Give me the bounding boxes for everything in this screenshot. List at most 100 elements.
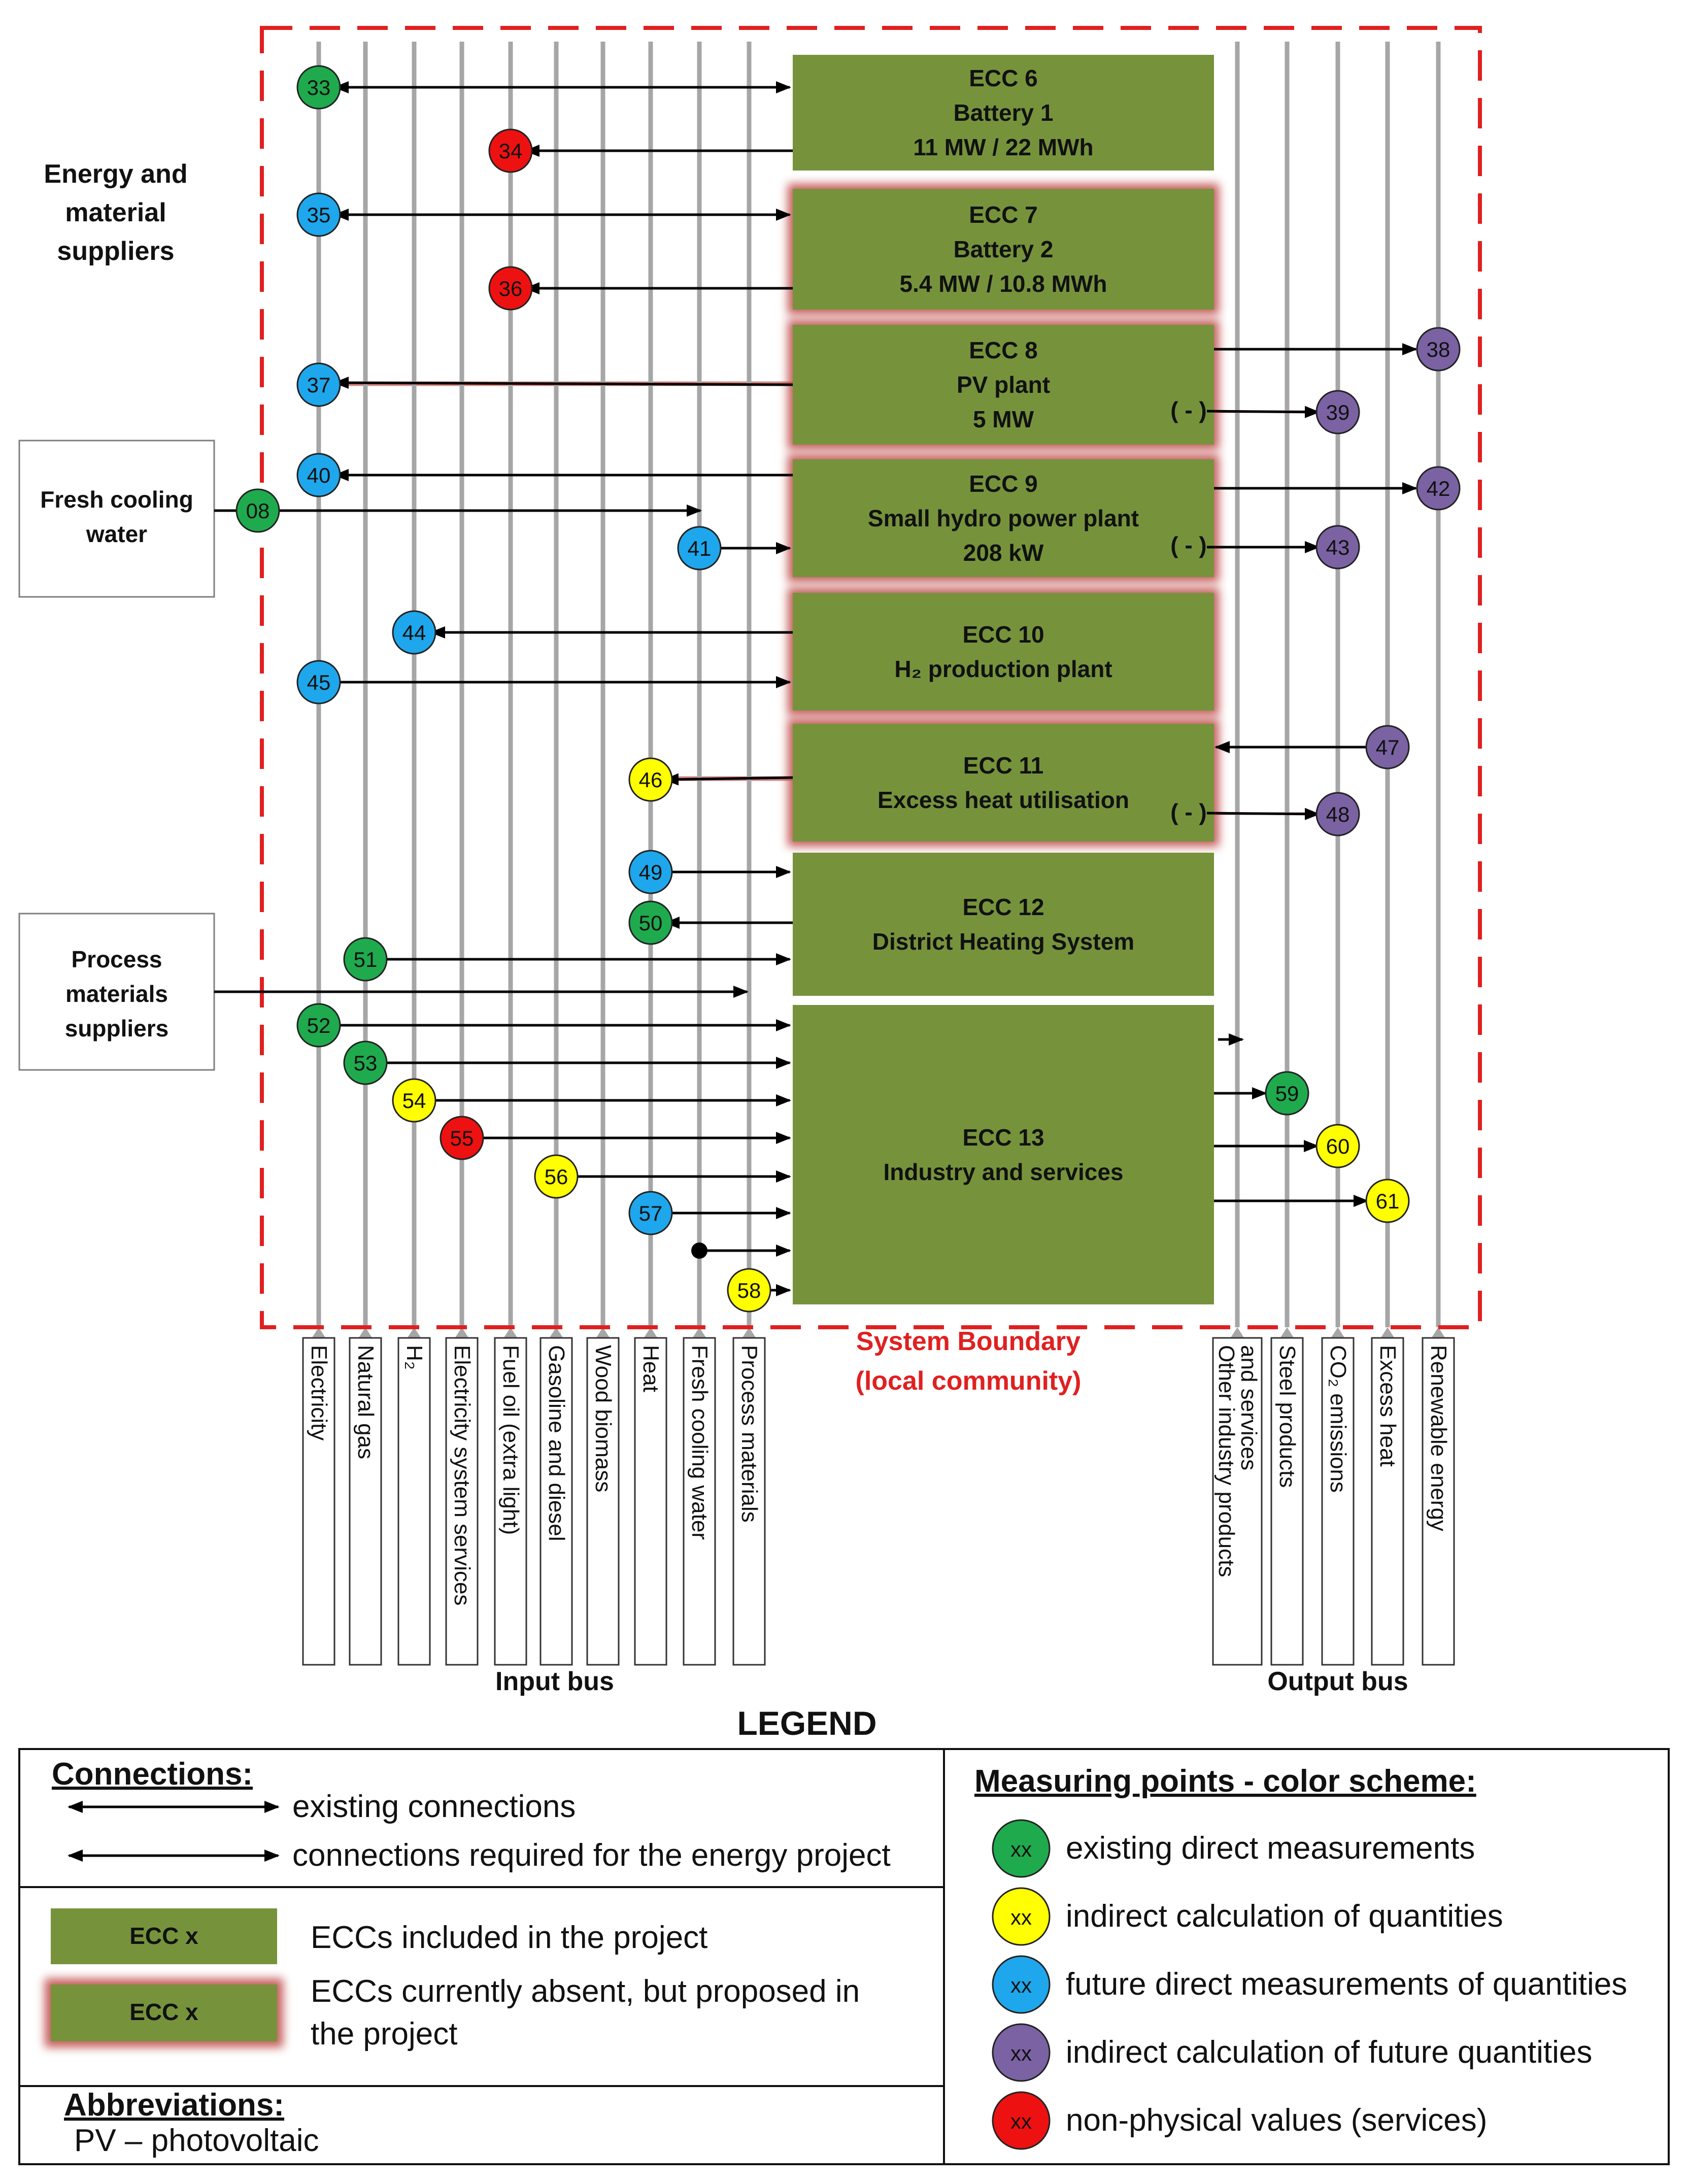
process-materials-label: materials: [65, 981, 168, 1007]
legend-ecc-proposed-swatch: [51, 1985, 277, 2041]
legend-title: LEGEND: [737, 1704, 876, 1742]
connection-bullet-dot: [691, 1242, 707, 1259]
ecc7-label-1: Battery 2: [954, 236, 1054, 262]
measuring-point-52: [296, 1003, 341, 1048]
input-bus-label: Fresh cooling water: [687, 1345, 712, 1540]
measuring-point-55: [440, 1116, 484, 1160]
conn-48: [1206, 808, 1320, 820]
ecc6-label-1: Battery 1: [954, 99, 1054, 126]
legend-mp-indirect: [992, 1887, 1051, 1946]
legend-ecc-label: ECC x: [129, 1923, 198, 1949]
ecc6-label-2: 11 MW / 22 MWh: [913, 134, 1093, 160]
minus-marker: ( - ): [1170, 532, 1207, 558]
output-bus-box: [1422, 1337, 1455, 1666]
legend-ecc-included-swatch: [51, 1908, 277, 1964]
input-bus-label: H₂: [402, 1345, 427, 1370]
measuring-point-54: [392, 1078, 436, 1123]
legend-mp-sample: xx: [1010, 1837, 1032, 1861]
ecc12-box: [793, 853, 1214, 996]
minus-marker: ( - ): [1170, 397, 1207, 423]
input-bus-label: Electricity: [307, 1345, 331, 1440]
ecc9-label-1: Small hydro power plant: [868, 505, 1139, 531]
legend-ecc-included: ECCs included in the project: [311, 1920, 707, 1955]
output-bus-label: Steel products: [1275, 1345, 1300, 1488]
legend-ecc-proposed: the project: [311, 2017, 458, 2052]
measuring-point-39: [1315, 390, 1360, 434]
output-bus-label: Other industry products: [1214, 1345, 1239, 1577]
legend-frame: [18, 1748, 1670, 2165]
legend-existing-text: existing connections: [292, 1789, 576, 1824]
input-bus-label: Wood biomass: [591, 1345, 616, 1492]
conn-37: [333, 377, 793, 389]
output-bus-box: [1321, 1337, 1355, 1666]
measuring-point-45: [296, 660, 341, 704]
measuring-point-49: [628, 850, 673, 894]
legend-mp-existing: [992, 1819, 1051, 1878]
measuring-point-label: 47: [1376, 735, 1400, 759]
legend-mp-sample: xx: [1010, 1905, 1032, 1929]
process-materials-box: [18, 913, 215, 1071]
measuring-point-61: [1365, 1179, 1410, 1223]
measuring-point-label: 42: [1427, 477, 1450, 500]
process-materials-label: Process: [71, 946, 162, 972]
system-boundary: [260, 26, 1482, 1329]
measuring-point-40: [296, 453, 341, 497]
fresh-cooling-water-label: water: [86, 521, 147, 547]
legend-mp-text: existing direct measurements: [1066, 1831, 1475, 1866]
ecc10-label-0: ECC 10: [962, 621, 1044, 648]
measuring-point-label: 51: [354, 948, 378, 971]
input-bus-box: [445, 1337, 479, 1666]
measuring-point-label: 45: [307, 670, 331, 694]
input-bus-label: Heat: [638, 1345, 663, 1392]
ecc13-label-0: ECC 13: [962, 1124, 1044, 1151]
ecc10-label-1: H₂ production plant: [894, 656, 1112, 682]
measuring-point-36: [488, 266, 533, 311]
output-bus-title: Output bus: [1267, 1667, 1408, 1696]
ecc7-box: [793, 189, 1214, 310]
legend-mp-text: indirect calculation of quantities: [1066, 1899, 1503, 1934]
ecc8-box: [793, 325, 1214, 445]
measuring-point-51: [343, 937, 388, 982]
energy-suppliers-label: suppliers: [57, 237, 174, 266]
ecc7-label-2: 5.4 MW / 10.8 MWh: [900, 271, 1107, 297]
measuring-point-label: 61: [1376, 1189, 1400, 1213]
ecc11-box: [793, 724, 1214, 842]
ecc10-box: [793, 593, 1214, 711]
legend-mp-sample: xx: [1010, 2041, 1032, 2065]
ecc7-label-0: ECC 7: [969, 201, 1037, 228]
measuring-point-label: 46: [639, 768, 663, 792]
measuring-point-label: 53: [354, 1051, 378, 1075]
measuring-point-label: 38: [1427, 338, 1450, 361]
measuring-point-50: [628, 900, 673, 945]
system-boundary-label: System Boundary: [856, 1327, 1081, 1356]
ecc9-box: [793, 459, 1214, 577]
ecc13-label-1: Industry and services: [884, 1159, 1124, 1185]
measuring-point-34: [488, 128, 533, 173]
measuring-point-58: [727, 1268, 771, 1313]
ecc6-box: [793, 55, 1214, 171]
measuring-point-42: [1416, 466, 1461, 511]
ecc8-label-0: ECC 8: [969, 337, 1037, 363]
measuring-point-label: 37: [307, 373, 331, 397]
measuring-point-35: [296, 192, 341, 237]
output-bus-label: Excess heat: [1375, 1345, 1400, 1467]
legend-ecc-label: ECC x: [129, 1999, 198, 2025]
legend-connections-heading: Connections:: [52, 1757, 253, 1792]
measuring-point-47: [1365, 725, 1410, 769]
measuring-point-label: 43: [1326, 535, 1350, 559]
legend-mp-services: [992, 2091, 1051, 2150]
energy-suppliers-label: material: [65, 198, 166, 227]
legend-measuring-heading: Measuring points - color scheme:: [974, 1764, 1476, 1799]
output-bus-label: CO₂ emissions: [1326, 1345, 1351, 1493]
legend-mp-text: indirect calculation of future quantitie…: [1066, 2035, 1592, 2070]
input-bus-box: [349, 1337, 382, 1666]
measuring-point-label: 35: [307, 203, 331, 227]
measuring-point-label: 40: [307, 463, 331, 487]
input-bus-label: Gasoline and diesel: [544, 1345, 569, 1541]
input-bus-box: [683, 1337, 716, 1666]
minus-marker: ( - ): [1170, 799, 1207, 825]
conn-39: [1206, 406, 1320, 418]
input-bus-box: [586, 1337, 620, 1666]
measuring-point-59: [1265, 1071, 1309, 1116]
measuring-point-label: 60: [1326, 1134, 1350, 1158]
